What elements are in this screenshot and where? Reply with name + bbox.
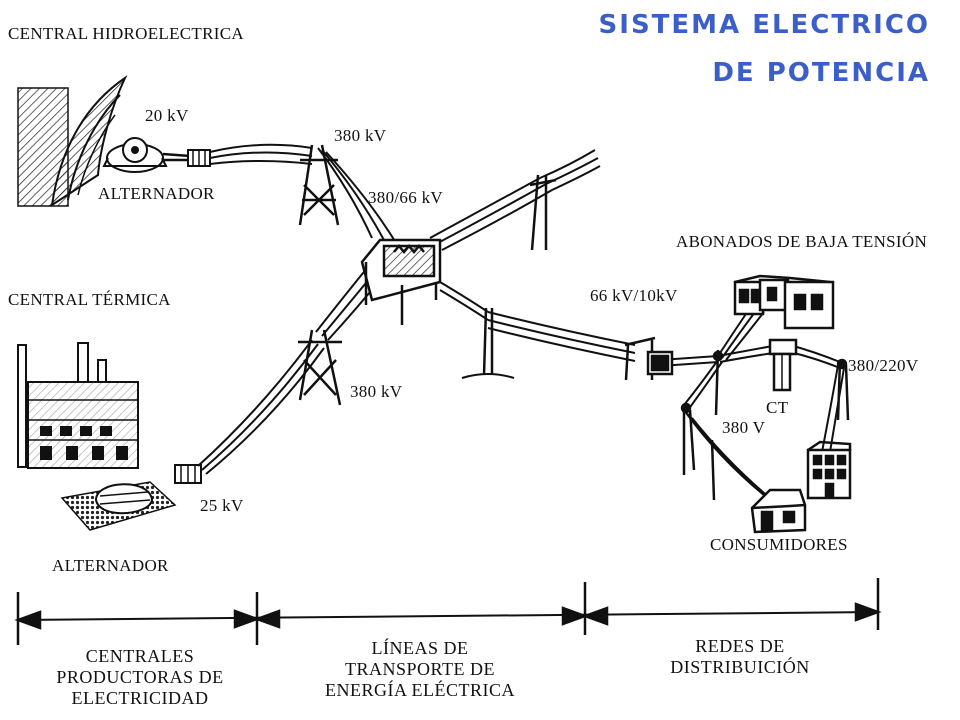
section-transmission-line-1: LÍNEAS DE — [371, 638, 469, 658]
label-20kv: 20 kV — [145, 106, 189, 125]
label-ct: CT — [766, 398, 789, 417]
section-producers-line-1: CENTRALES — [85, 646, 195, 666]
transmission-tower-3 — [529, 174, 557, 251]
label-alternator-bottom: ALTERNADOR — [52, 556, 169, 575]
low-voltage-customers-buildings — [733, 274, 835, 330]
ct-transformer — [768, 338, 798, 392]
diagram-title-line-1: SISTEMA ELECTRICO — [598, 10, 930, 40]
section-distribution-line-1: REDES DE — [695, 636, 785, 656]
transmission-lines — [197, 143, 719, 475]
section-dimension-lines — [14, 578, 882, 645]
label-380kv-mid: 380 kV — [350, 382, 403, 401]
label-380v: 380 V — [722, 418, 766, 437]
diagram-title-line-2: DE POTENCIA — [712, 58, 930, 88]
consumer-house — [750, 488, 807, 534]
section-producers-line-2: PRODUCTORAS DE — [56, 667, 224, 687]
label-380kv-top: 380 kV — [334, 126, 387, 145]
consumer-apartment-building — [806, 440, 852, 500]
label-66-10kv: 66 kV/10kV — [590, 286, 678, 305]
label-25kv: 25 kV — [200, 496, 244, 515]
label-hydro-plant: CENTRAL HIDROELECTRICA — [8, 24, 244, 43]
transmission-tower-1 — [298, 144, 340, 226]
section-transmission-line-2: TRANSPORTE DE — [345, 659, 495, 679]
section-producers-line-3: ELECTRICIDAD — [71, 688, 209, 708]
hydro-dam — [17, 75, 128, 208]
section-producers: CENTRALES PRODUCTORAS DE ELECTRICIDAD — [20, 646, 260, 709]
thermal-generator-icon — [60, 464, 202, 531]
thermal-plant-building — [17, 342, 139, 469]
label-thermal-plant: CENTRAL TÉRMICA — [8, 290, 171, 309]
label-380-220v: 380/220V — [848, 356, 919, 375]
label-alternator-top: ALTERNADOR — [98, 184, 215, 203]
label-consumers: CONSUMIDORES — [710, 535, 848, 554]
distribution-poles — [680, 349, 850, 501]
label-380-66kv: 380/66 kV — [368, 188, 443, 207]
pole-mid — [461, 307, 515, 379]
distribution-substation — [624, 336, 674, 381]
section-transmission: LÍNEAS DE TRANSPORTE DE ENERGÍA ELÉCTRIC… — [300, 638, 540, 701]
label-low-voltage-customers: ABONADOS DE BAJA TENSIÓN — [676, 232, 928, 251]
section-distribution: REDES DE DISTRIBUICIÓN — [630, 636, 850, 678]
substation — [360, 238, 442, 325]
section-transmission-line-3: ENERGÍA ELÉCTRICA — [325, 680, 515, 700]
transmission-tower-2 — [298, 329, 342, 406]
section-distribution-line-2: DISTRIBUICIÓN — [670, 657, 810, 677]
hydro-generator-icon — [102, 137, 211, 173]
